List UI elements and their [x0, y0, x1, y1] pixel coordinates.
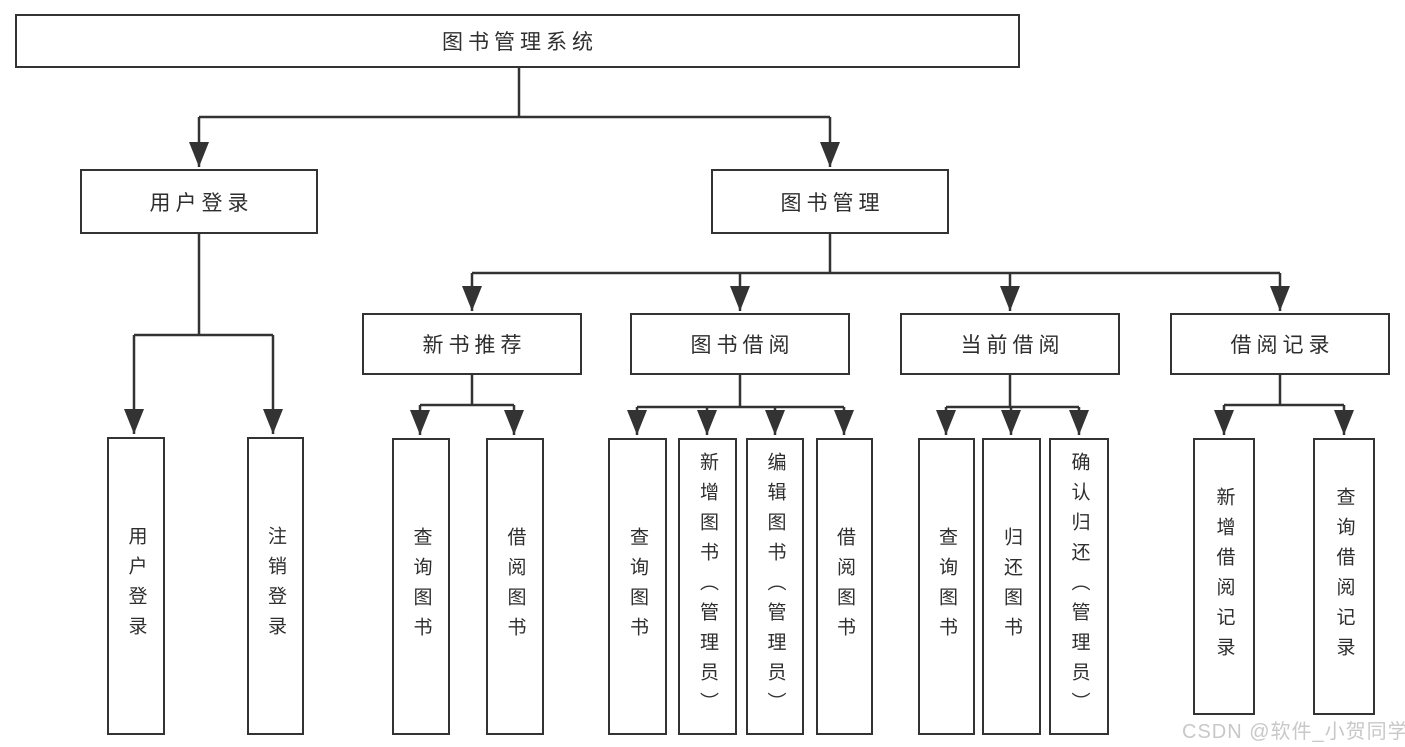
leaf-user-login: 用户登录	[107, 437, 165, 735]
node-current-borrow-label: 当前借阅	[960, 334, 1065, 357]
node-book-management: 图书管理	[711, 169, 949, 234]
node-new-book-recommend: 新书推荐	[362, 313, 582, 375]
branch-skeleton	[134, 67, 1344, 409]
node-borrow-records-label: 借阅记录	[1230, 334, 1335, 357]
leaf-query-book-2: 查询图书	[608, 438, 667, 735]
leaf-edit-book-admin: 编辑图书（管理员）	[746, 438, 804, 735]
node-borrow-records: 借阅记录	[1170, 313, 1390, 375]
leaf-borrow-book-2: 借阅图书	[816, 438, 873, 735]
node-new-book-recommend-label: 新书推荐	[422, 334, 527, 357]
node-root: 图书管理系统	[15, 14, 1020, 68]
watermark: CSDN @软件_小贺同学	[1182, 721, 1405, 743]
leaf-confirm-return-admin: 确认归还（管理员）	[1049, 438, 1109, 735]
node-user-login-label: 用户登录	[149, 191, 254, 215]
node-book-borrow-label: 图书借阅	[690, 334, 795, 357]
leaf-query-borrow-record: 查询借阅记录	[1313, 438, 1375, 715]
node-current-borrow: 当前借阅	[900, 313, 1120, 375]
leaf-borrow-book-1: 借阅图书	[486, 438, 544, 735]
leaf-add-borrow-record: 新增借阅记录	[1193, 438, 1255, 715]
node-user-login: 用户登录	[80, 169, 318, 234]
leaf-query-book-1: 查询图书	[392, 438, 450, 735]
node-book-borrow: 图书借阅	[630, 313, 850, 375]
leaf-query-book-3: 查询图书	[918, 438, 975, 735]
node-root-label: 图书管理系统	[442, 31, 598, 54]
node-book-management-label: 图书管理	[780, 191, 885, 215]
leaf-add-book-admin: 新增图书（管理员）	[678, 438, 737, 735]
leaf-logout: 注销登录	[247, 437, 304, 735]
leaf-return-book: 归还图书	[982, 438, 1041, 735]
